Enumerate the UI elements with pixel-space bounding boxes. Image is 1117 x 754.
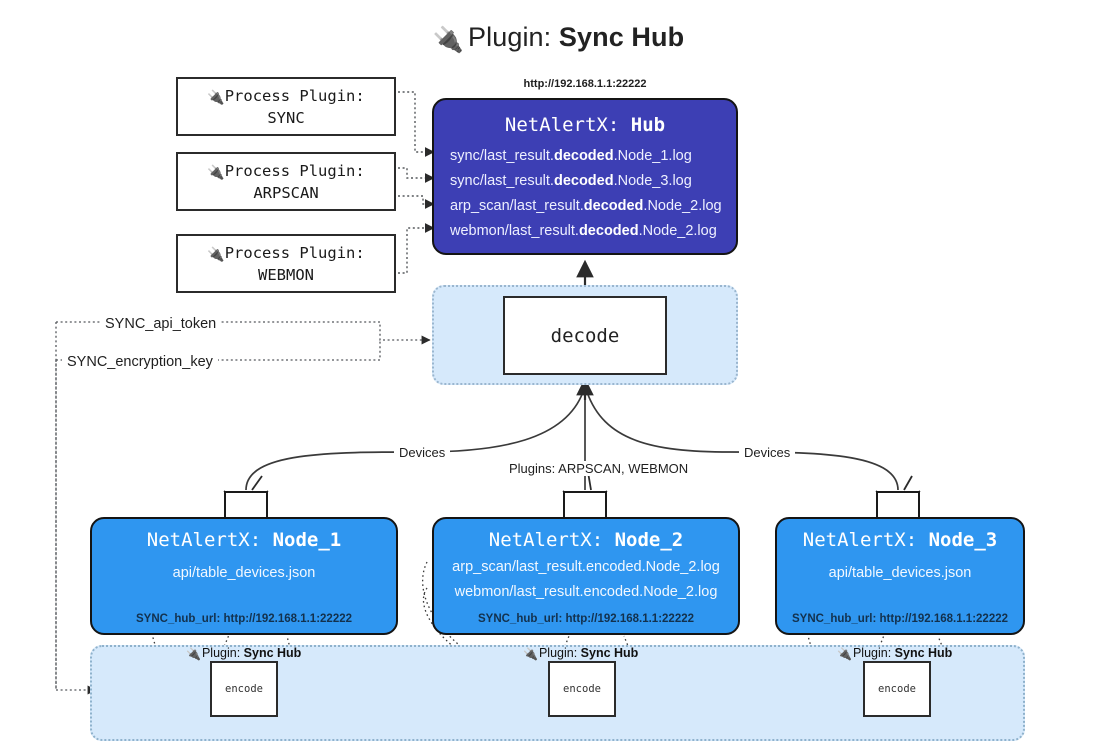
process-plugin-box-arpscan[interactable]: 🔌Process Plugin: ARPSCAN bbox=[176, 152, 396, 211]
node-line: arp_scan/last_result.encoded.Node_2.log bbox=[452, 559, 720, 575]
page-title-name: Sync Hub bbox=[558, 22, 685, 52]
plug-icon: 🔌 bbox=[432, 26, 465, 54]
edge-label-devices-left: Devices bbox=[394, 445, 451, 460]
plug-icon: 🔌 bbox=[207, 164, 225, 181]
plug-icon: 🔌 bbox=[207, 246, 225, 263]
node-body: api/table_devices.json bbox=[777, 561, 1023, 586]
node-line: api/table_devices.json bbox=[172, 565, 316, 581]
node-box-node-1[interactable]: NetAlertX: Node_1 api/table_devices.json… bbox=[90, 517, 398, 635]
sync-encryption-key-label: SYNC_encryption_key bbox=[62, 354, 218, 370]
node-body: api/table_devices.json bbox=[92, 561, 396, 586]
sync-api-token-label: SYNC_api_token bbox=[100, 316, 222, 332]
hub-log-entry: sync/last_result.decoded.Node_3.log bbox=[450, 173, 692, 189]
hub-title: NetAlertX: Hub bbox=[504, 114, 666, 136]
node-title: NetAlertX: Node_1 bbox=[146, 529, 342, 551]
hub-log-list: sync/last_result.decoded.Node_1.log sync… bbox=[434, 144, 736, 244]
plug-icon: 🔌 bbox=[186, 647, 201, 661]
node-line: api/table_devices.json bbox=[828, 565, 972, 581]
process-plugin-name: ARPSCAN bbox=[253, 183, 319, 202]
page-title: 🔌Plugin: Sync Hub bbox=[0, 14, 1117, 63]
node-box-node-3[interactable]: NetAlertX: Node_3 api/table_devices.json… bbox=[775, 517, 1025, 635]
node-box-node-2[interactable]: NetAlertX: Node_2 arp_scan/last_result.e… bbox=[432, 517, 740, 635]
encode-caption: 🔌Plugin: Sync Hub bbox=[523, 646, 639, 661]
hub-log-entry: sync/last_result.decoded.Node_1.log bbox=[450, 148, 692, 164]
node-hub-url: SYNC_hub_url: http://192.168.1.1:22222 bbox=[135, 613, 353, 625]
node-hub-url: SYNC_hub_url: http://192.168.1.1:22222 bbox=[791, 613, 1009, 625]
page-title-prefix: Plugin: bbox=[468, 22, 559, 52]
plug-icon: 🔌 bbox=[837, 647, 852, 661]
encode-box[interactable]: encode bbox=[210, 661, 278, 717]
encode-box[interactable]: encode bbox=[548, 661, 616, 717]
plug-icon: 🔌 bbox=[523, 647, 538, 661]
node-body: arp_scan/last_result.encoded.Node_2.log … bbox=[434, 555, 738, 605]
encode-box[interactable]: encode bbox=[863, 661, 931, 717]
node-hub-url: SYNC_hub_url: http://192.168.1.1:22222 bbox=[477, 613, 695, 625]
process-plugin-name: WEBMON bbox=[258, 265, 314, 284]
process-plugin-heading: 🔌Process Plugin: bbox=[207, 86, 365, 106]
node-title: NetAlertX: Node_3 bbox=[802, 529, 998, 551]
hub-log-entry: arp_scan/last_result.decoded.Node_2.log bbox=[450, 198, 722, 214]
process-plugin-box-webmon[interactable]: 🔌Process Plugin: WEBMON bbox=[176, 234, 396, 293]
hub-log-entry: webmon/last_result.decoded.Node_2.log bbox=[450, 223, 717, 239]
encode-caption: 🔌Plugin: Sync Hub bbox=[186, 646, 302, 661]
node-title: NetAlertX: Node_2 bbox=[488, 529, 684, 551]
edge-label-plugins: Plugins: ARPSCAN, WEBMON bbox=[504, 461, 694, 476]
process-plugin-heading: 🔌Process Plugin: bbox=[207, 243, 365, 263]
process-plugin-name: SYNC bbox=[267, 108, 305, 127]
hub-url-label: http://192.168.1.1:22222 bbox=[523, 78, 647, 90]
node-line: webmon/last_result.encoded.Node_2.log bbox=[454, 584, 718, 600]
hub-node[interactable]: NetAlertX: Hub sync/last_result.decoded.… bbox=[432, 98, 738, 255]
encode-caption: 🔌Plugin: Sync Hub bbox=[837, 646, 953, 661]
plug-icon: 🔌 bbox=[207, 89, 225, 106]
decode-box[interactable]: decode bbox=[503, 296, 667, 375]
edge-label-devices-right: Devices bbox=[739, 445, 796, 460]
process-plugin-box-sync[interactable]: 🔌Process Plugin: SYNC bbox=[176, 77, 396, 136]
process-plugin-heading: 🔌Process Plugin: bbox=[207, 161, 365, 181]
